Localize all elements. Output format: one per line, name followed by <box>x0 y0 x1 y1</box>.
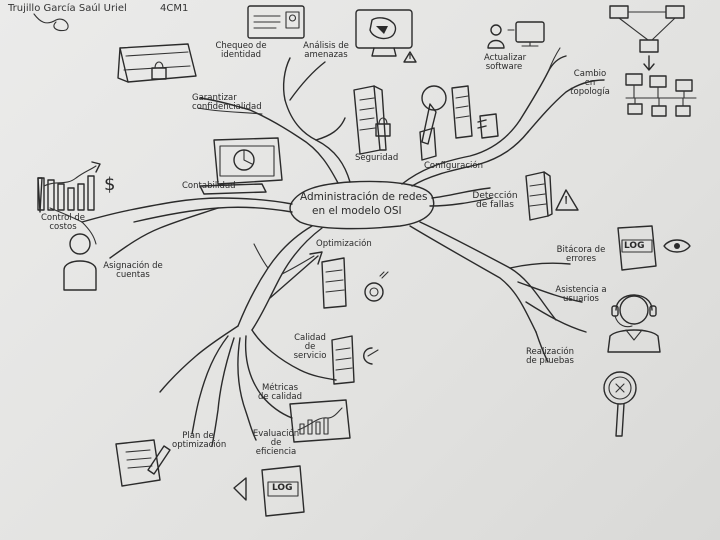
accounting-monitor-icon <box>199 137 283 195</box>
label-evaluacion: Evaluación de eficiencia <box>252 429 300 457</box>
topology-change-icon <box>609 5 697 117</box>
efficiency-log-icon <box>233 465 305 517</box>
branch-seguridad <box>197 57 351 184</box>
label-metricas: Métricas de calidad <box>258 383 302 402</box>
signature-scribble <box>33 13 69 32</box>
label-contabilidad: Contabilidad <box>182 181 236 191</box>
config-servers-icon <box>419 85 499 161</box>
quality-server-icon <box>331 335 379 385</box>
label-cambio: Cambio en topología <box>570 69 610 97</box>
label-deteccion: Detección de fallas <box>472 191 518 211</box>
metrics-monitor-icon <box>289 399 351 443</box>
log-eye-icon <box>617 225 691 271</box>
label-actualizar: Actualizar software <box>484 53 527 72</box>
magnifier-icon <box>603 371 637 437</box>
label-control: Control de costos <box>40 213 86 232</box>
update-software-icon <box>487 21 545 49</box>
label-pruebas: Realización de pruebas <box>526 347 574 366</box>
author-group: 4CM1 <box>160 3 189 14</box>
optimization-icon <box>269 251 389 309</box>
clipboard-icon <box>115 439 171 487</box>
center-node <box>289 180 435 230</box>
label-plan: Plan de optimización <box>172 431 227 450</box>
label-garantizar: Garantizar confidencialidad <box>192 93 262 112</box>
branch-optimizacion <box>159 225 337 447</box>
branch-contabilidad <box>49 197 293 259</box>
threat-monitor-icon <box>355 9 417 63</box>
label-calidad: Calidad de servicio <box>293 333 327 361</box>
label-analisis: Análisis de amenazas <box>303 41 349 60</box>
label-chequeo: Chequeo de identidad <box>215 41 267 60</box>
label-configuracion: Configuración <box>424 161 483 171</box>
fault-detection-icon <box>525 171 579 221</box>
dollar-sign: $ <box>104 174 116 195</box>
branch-configuracion <box>401 47 605 187</box>
log-icon-text: LOG <box>624 241 645 251</box>
label-optimizacion: Optimización <box>316 239 372 249</box>
label-asistencia: Asistencia a usuarios <box>555 285 607 304</box>
safe-box-icon <box>117 43 197 83</box>
branch-deteccion <box>429 187 493 207</box>
label-seguridad: Seguridad <box>355 153 399 163</box>
support-agent-icon <box>607 294 661 353</box>
center-line-2: en el modelo OSI <box>312 205 402 217</box>
user-account-icon <box>63 233 97 291</box>
label-bitacora: Bitácora de errores <box>556 245 606 264</box>
efficiency-log-text: LOG <box>272 483 293 493</box>
label-asignacion: Asignación de cuentas <box>103 261 163 280</box>
id-card-icon <box>247 5 305 39</box>
branch-lower-right <box>409 221 587 363</box>
center-line-1: Administración de redes <box>300 191 428 203</box>
author-name: Trujillo García Saúl Uriel <box>8 3 127 14</box>
cost-chart-icon <box>37 161 101 213</box>
security-server-icon <box>353 85 391 155</box>
